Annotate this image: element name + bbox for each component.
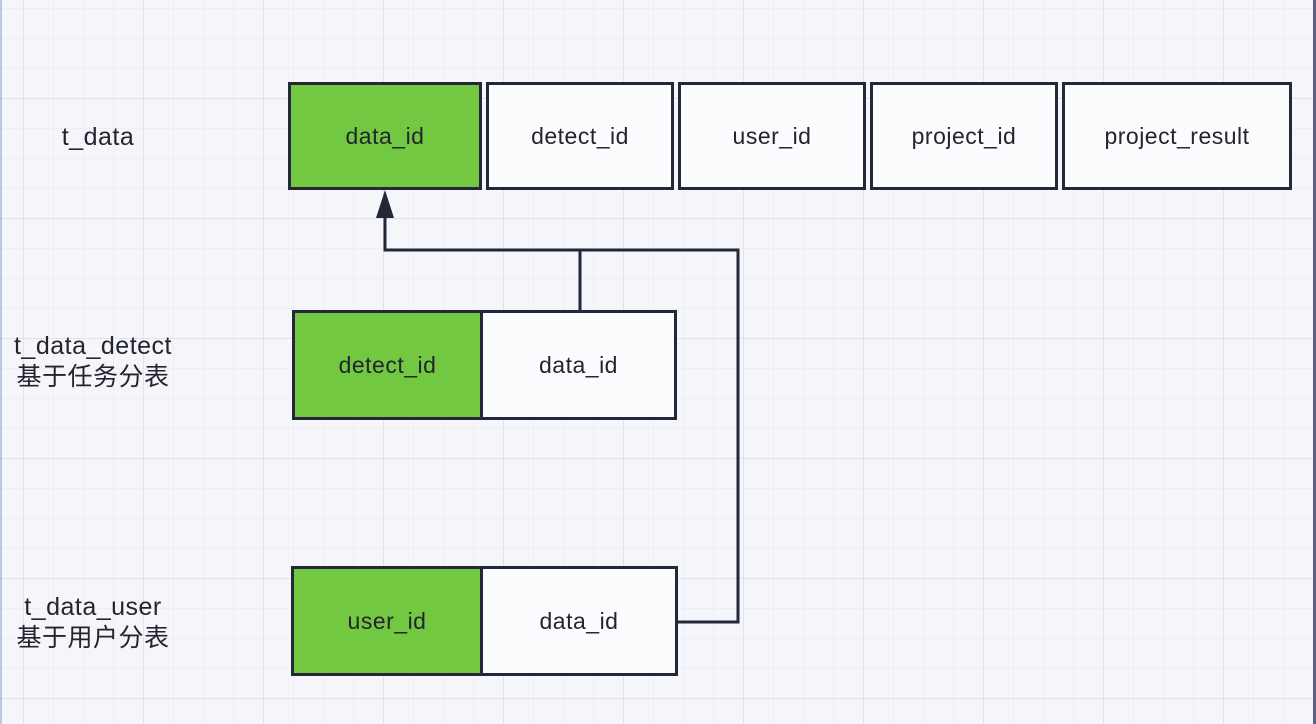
table-name: t_data_user (24, 593, 162, 621)
table-label-t-data-user: t_data_user 基于用户分表 (3, 592, 183, 654)
cell-t-data-detect-id: detect_id (486, 82, 674, 190)
cell-text: detect_id (531, 122, 629, 149)
cell-t-data-detect-data-id: data_id (483, 313, 674, 417)
table-subtitle: 基于任务分表 (16, 363, 170, 391)
table-t-data-user: user_id data_id (291, 566, 678, 676)
table-t-data-detect: detect_id data_id (292, 310, 677, 420)
cell-text: user_id (732, 122, 812, 149)
cell-t-data-project-id: project_id (870, 82, 1058, 190)
cell-t-data-detect-detect-id: detect_id (295, 313, 483, 417)
cell-text: data_id (539, 607, 619, 634)
table-name: t_data_detect (13, 332, 172, 360)
table-subtitle: 基于用户分表 (16, 624, 170, 652)
cell-t-data-user-data-id: data_id (483, 569, 675, 673)
cell-text: data_id (345, 122, 425, 149)
cell-text: data_id (539, 351, 618, 378)
cell-text: project_result (1104, 122, 1250, 149)
table-label-t-data: t_data (61, 123, 135, 151)
arrowhead-up-icon (376, 190, 394, 218)
cell-t-data-user-id: user_id (678, 82, 866, 190)
cell-text: detect_id (338, 351, 437, 378)
cell-text: user_id (347, 607, 427, 634)
canvas-edge-right (1313, 0, 1316, 724)
canvas-edge-left (0, 0, 2, 724)
cell-text: project_id (911, 122, 1017, 149)
cell-t-data-user-user-id: user_id (294, 569, 483, 673)
cell-t-data-project-result: project_result (1062, 82, 1292, 190)
table-label-t-data-detect: t_data_detect 基于任务分表 (3, 331, 183, 393)
cell-t-data-data-id: data_id (288, 82, 482, 190)
